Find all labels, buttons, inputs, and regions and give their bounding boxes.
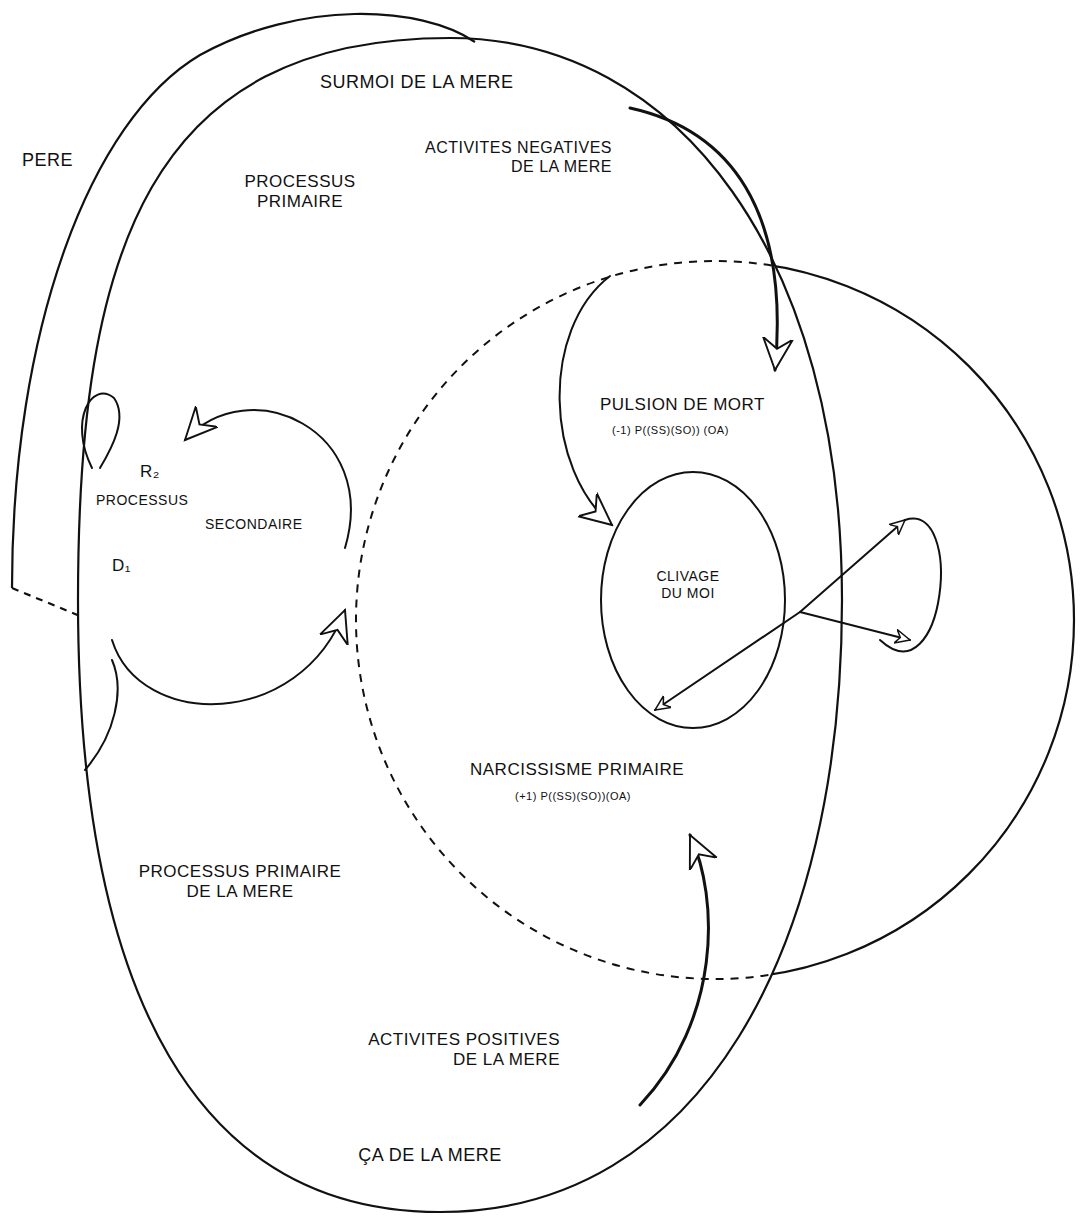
formula-label: (+1) P((SS)(SO))(OA) xyxy=(515,790,631,803)
negative-arrow xyxy=(630,108,777,370)
region-label: PROCESSUS PRIMAIRE xyxy=(241,172,358,213)
arrow-label: ACTIVITES POSITIVES DE LA MERE xyxy=(362,1030,560,1071)
loop-label: CLIVAGE DU MOI xyxy=(653,568,722,602)
text-slot: PROCESSUS PRIMAIRE DE LA MERE xyxy=(136,862,345,903)
formula-label: (-1) P((SS)(SO)) (OA) xyxy=(612,424,729,437)
lower-crescent-arrow xyxy=(112,610,345,704)
oval-title: SURMOI DE LA MERE xyxy=(320,72,514,94)
oval-title: ÇA DE LA MERE xyxy=(358,1145,502,1167)
oval-outline xyxy=(78,38,842,1212)
split-line xyxy=(655,612,800,710)
region-label: NARCISSISME PRIMAIRE xyxy=(470,760,684,780)
left-lobe xyxy=(85,660,118,770)
text-slot: ÇA DE LA MERE xyxy=(358,1145,502,1167)
region-label: PROCESSUS PRIMAIRE DE LA MERE xyxy=(136,862,345,903)
text-slot: PERE xyxy=(22,150,73,172)
child-circle: CLIVAGE DU MOI PULSION DE MORT (-1) P((SS)… xyxy=(355,260,1075,980)
text-slot: (-1) P((SS)(SO)) (OA) xyxy=(612,424,729,437)
text-slot: PROCESSUS PRIMAIRE xyxy=(241,172,358,213)
text-slot: D₁ xyxy=(112,556,131,576)
split-loop: CLIVAGE DU MOI xyxy=(598,470,788,730)
process-label: SECONDAIRE xyxy=(205,516,303,533)
split-line xyxy=(800,520,905,612)
positive-arrow xyxy=(640,835,708,1105)
text-slot: SECONDAIRE xyxy=(205,516,303,533)
circle-outline xyxy=(356,261,1074,979)
text-slot: ACTIVITES POSITIVES DE LA MERE xyxy=(362,1030,560,1071)
text-slot: NARCISSISME PRIMAIRE xyxy=(470,760,684,780)
text-slot: CLIVAGE DU MOI xyxy=(653,568,722,602)
text-slot: (+1) P((SS)(SO))(OA) xyxy=(515,790,631,803)
text-slot: SURMOI DE LA MERE xyxy=(320,72,514,94)
oval-outline xyxy=(12,14,475,588)
text-slot: PULSION DE MORT xyxy=(600,395,765,415)
loop-outline xyxy=(601,472,785,728)
arrow-label: D₁ xyxy=(112,556,131,576)
process-label: PROCESSUS xyxy=(96,492,188,509)
hidden-outline xyxy=(12,588,80,616)
node-shape xyxy=(355,260,1075,980)
text-slot: PROCESSUS xyxy=(96,492,188,509)
arrow-label: R₂ xyxy=(140,462,160,482)
text-slot: ACTIVITES NEGATIVES DE LA MERE xyxy=(419,138,612,176)
text-slot: R₂ xyxy=(140,462,160,482)
upper-crescent-arrow xyxy=(185,410,351,548)
oval-title: PERE xyxy=(22,150,73,172)
split-line xyxy=(800,612,910,640)
right-loop xyxy=(880,519,941,652)
hidden-outline xyxy=(356,261,1074,979)
region-label: PULSION DE MORT xyxy=(600,395,765,415)
arrow-label: ACTIVITES NEGATIVES DE LA MERE xyxy=(419,138,612,176)
